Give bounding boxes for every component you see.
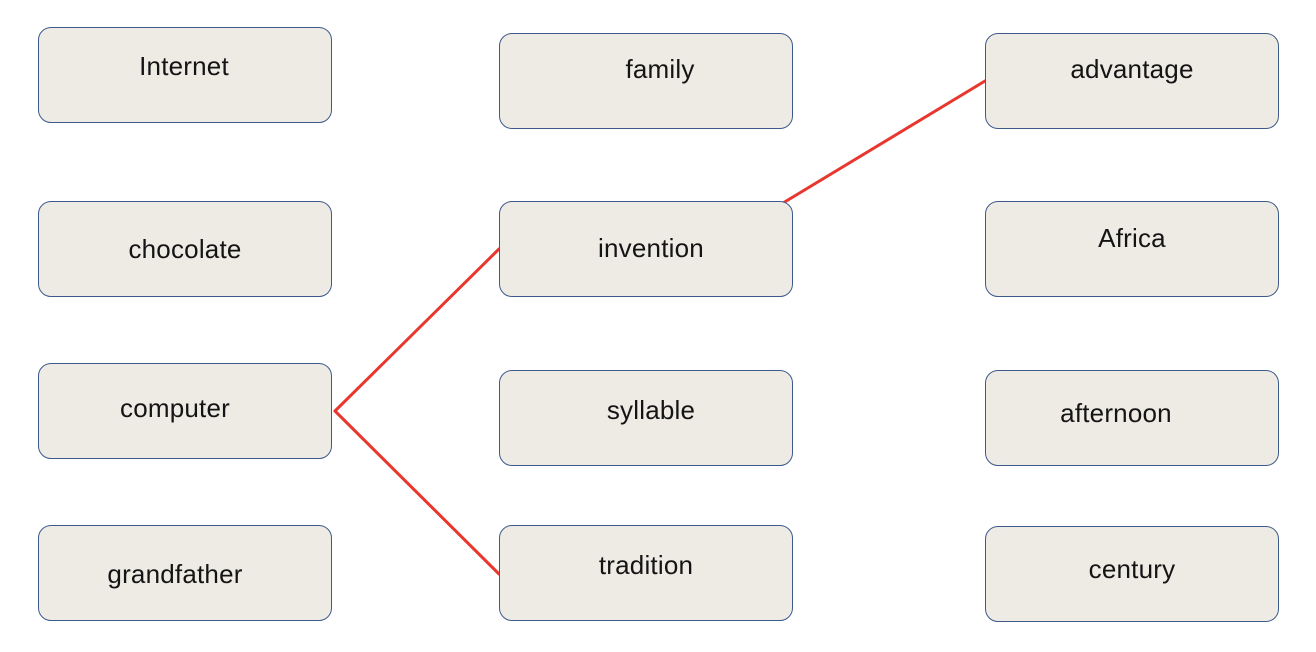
word-label: Africa	[1098, 222, 1166, 253]
word-label: computer	[120, 392, 230, 423]
word-label: grandfather	[107, 558, 243, 589]
word-box-internet[interactable]: Internet	[38, 27, 332, 123]
word-box-afternoon[interactable]: afternoon	[985, 370, 1279, 466]
word-box-syllable[interactable]: syllable	[499, 370, 793, 466]
connector-computer-invention	[333, 247, 501, 413]
word-label: invention	[598, 232, 704, 263]
word-label: advantage	[1070, 53, 1194, 84]
word-label: Internet	[139, 50, 229, 81]
connector-invention-advantage	[781, 79, 987, 205]
word-label: syllable	[606, 394, 696, 425]
word-box-africa[interactable]: Africa	[985, 201, 1279, 297]
connector-computer-tradition	[333, 409, 501, 576]
word-box-advantage[interactable]: advantage	[985, 33, 1279, 129]
word-label: family	[625, 53, 695, 84]
word-label: tradition	[598, 549, 694, 580]
word-label: afternoon	[1060, 397, 1172, 428]
word-label: chocolate	[128, 233, 242, 264]
word-box-tradition[interactable]: tradition	[499, 525, 793, 621]
word-box-chocolate[interactable]: chocolate	[38, 201, 332, 297]
word-box-century[interactable]: century	[985, 526, 1279, 622]
word-label: century	[1088, 553, 1176, 584]
word-box-grandfather[interactable]: grandfather	[38, 525, 332, 621]
word-box-family[interactable]: family	[499, 33, 793, 129]
word-box-computer[interactable]: computer	[38, 363, 332, 459]
word-box-invention[interactable]: invention	[499, 201, 793, 297]
